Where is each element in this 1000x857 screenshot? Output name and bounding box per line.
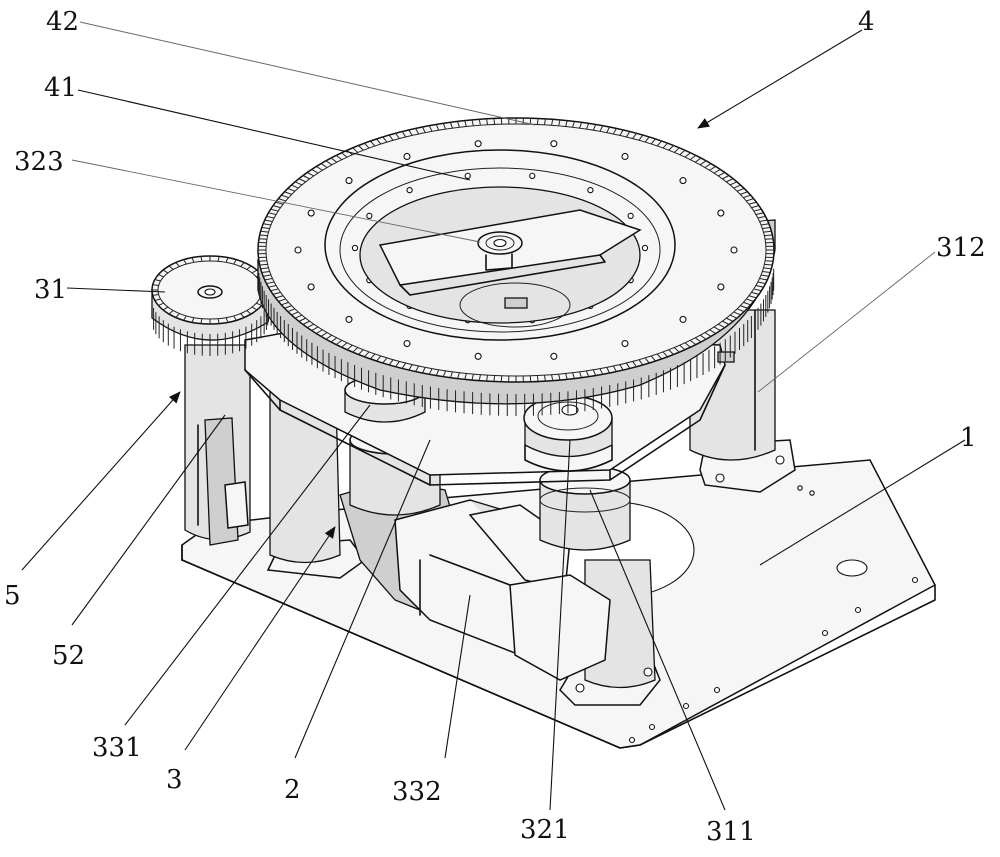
gear-tooth (260, 264, 268, 265)
bolt-hole (475, 353, 481, 359)
leader-5 (22, 392, 180, 570)
label-331: 331 (92, 733, 142, 763)
label-52: 52 (52, 641, 85, 671)
bolt-hole (352, 245, 357, 250)
label-31: 31 (34, 275, 67, 305)
label-5: 5 (4, 581, 21, 611)
bolt-hole (731, 247, 737, 253)
bolt-hole (628, 213, 633, 218)
gear-tooth (259, 239, 267, 240)
leader-42 (80, 22, 535, 125)
bolt-hole (588, 188, 593, 193)
label-312: 312 (936, 233, 986, 263)
gear-tooth (764, 235, 772, 236)
gear-tooth (537, 376, 538, 382)
gear-tooth (494, 376, 495, 382)
bolt-hole (551, 141, 557, 147)
label-332: 332 (392, 777, 442, 807)
bolt-hole (642, 245, 647, 250)
bolt-hole (680, 316, 686, 322)
leader-31 (67, 288, 165, 292)
bolt-hole (680, 178, 686, 184)
label-311: 311 (706, 817, 756, 847)
gear-tooth (494, 118, 495, 124)
gear-tooth (765, 261, 773, 262)
label-41: 41 (44, 73, 77, 103)
label-323: 323 (14, 147, 64, 177)
bolt-hole (404, 153, 410, 159)
bolt-hole (346, 316, 352, 322)
bolt-hole (530, 173, 535, 178)
bolt-hole (465, 173, 470, 178)
bolt-hole (551, 353, 557, 359)
leader-4 (698, 30, 862, 128)
bolt-hole (622, 153, 628, 159)
pinion-column (185, 345, 250, 545)
label-321: 321 (520, 815, 570, 845)
label-42: 42 (46, 7, 79, 37)
gear-tooth (765, 239, 773, 240)
bolt-hole (622, 341, 628, 347)
bolt-hole (718, 284, 724, 290)
gear-tooth (537, 118, 538, 124)
gear-tooth (764, 264, 772, 265)
label-1: 1 (960, 423, 977, 453)
bolt-hole (367, 213, 372, 218)
label-2: 2 (284, 775, 301, 805)
label-3: 3 (166, 765, 183, 795)
bolt-hole (718, 210, 724, 216)
bolt-hole (308, 210, 314, 216)
leader-312 (758, 252, 935, 392)
label-4: 4 (858, 7, 875, 37)
bolt-hole (404, 341, 410, 347)
bolt-hole (308, 284, 314, 290)
gear-tooth (260, 235, 268, 236)
bolt-hole (346, 178, 352, 184)
gear-tooth (259, 261, 267, 262)
bolt-hole (475, 141, 481, 147)
bolt-hole (407, 188, 412, 193)
bolt-hole (295, 247, 301, 253)
